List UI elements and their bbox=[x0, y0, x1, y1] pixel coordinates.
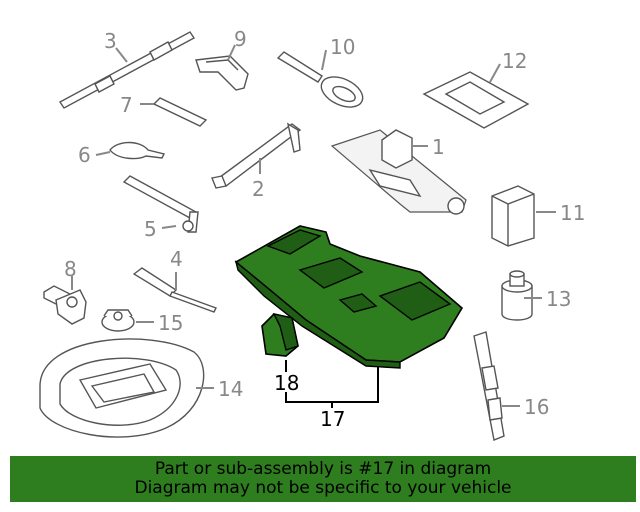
banner-line-2: Diagram may not be specific to your vehi… bbox=[134, 478, 512, 498]
part-16-strap[interactable] bbox=[473, 331, 505, 441]
callout-14: 14 bbox=[218, 377, 243, 401]
part-18-block[interactable] bbox=[261, 312, 299, 357]
part-17-tray[interactable] bbox=[234, 225, 464, 369]
callout-5: 5 bbox=[144, 217, 157, 241]
part-11-box[interactable] bbox=[491, 185, 535, 247]
callout-9: 9 bbox=[234, 27, 247, 51]
part-9-clip[interactable] bbox=[195, 55, 249, 91]
callout-6: 6 bbox=[78, 143, 91, 167]
parts-diagram: 3 9 10 12 7 6 2 bbox=[39, 27, 585, 441]
callout-3: 3 bbox=[104, 29, 117, 53]
part-1-scissor-jack[interactable] bbox=[330, 129, 467, 215]
part-14-tire-well[interactable] bbox=[39, 338, 205, 438]
callout-11: 11 bbox=[560, 201, 585, 225]
part-12-pad[interactable] bbox=[422, 71, 530, 129]
part-2-jack-handle[interactable] bbox=[211, 122, 302, 189]
part-6-hook[interactable] bbox=[109, 141, 166, 160]
callout-8: 8 bbox=[64, 257, 77, 281]
callout-10: 10 bbox=[330, 35, 355, 59]
part-13-cylinder[interactable] bbox=[501, 270, 533, 321]
callout-15: 15 bbox=[158, 311, 183, 335]
part-5-l-wrench[interactable] bbox=[122, 175, 199, 233]
callout-16: 16 bbox=[524, 395, 549, 419]
callout-7: 7 bbox=[120, 93, 133, 117]
callout-4: 4 bbox=[170, 247, 183, 271]
callout-2: 2 bbox=[252, 177, 265, 201]
callout-12: 12 bbox=[502, 49, 527, 73]
part-10-wrench[interactable] bbox=[276, 51, 367, 113]
part-8-bracket[interactable] bbox=[43, 285, 87, 325]
callout-18: 18 bbox=[274, 371, 299, 395]
banner-line-1: Part or sub-assembly is #17 in diagram bbox=[154, 459, 492, 479]
part-7-pin[interactable] bbox=[152, 97, 208, 127]
part-3-rod[interactable] bbox=[58, 31, 196, 109]
info-banner: Part or sub-assembly is #17 in diagram D… bbox=[10, 456, 636, 502]
part-15-wing-nut[interactable] bbox=[101, 309, 135, 332]
callout-1: 1 bbox=[432, 135, 445, 159]
callout-17: 17 bbox=[320, 407, 345, 431]
callout-13: 13 bbox=[546, 287, 571, 311]
